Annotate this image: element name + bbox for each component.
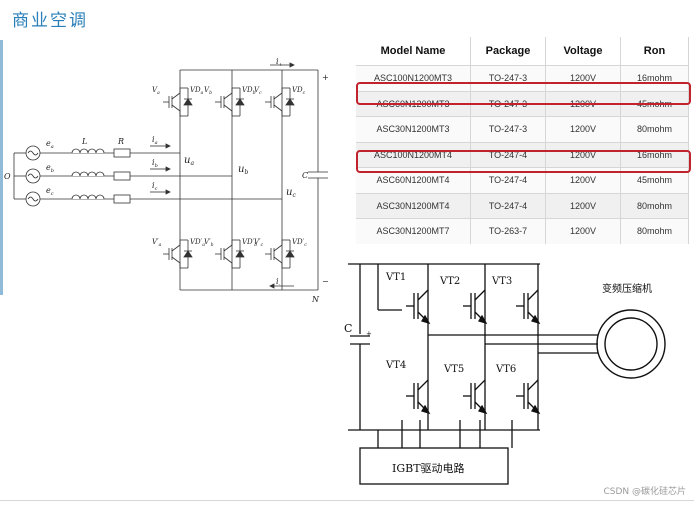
label-uc: uc xyxy=(286,187,296,199)
spec-table-header-row: Model Name Package Voltage Ron xyxy=(356,37,689,66)
label-i-plus: i+ xyxy=(276,58,283,68)
table-cell: ASC60N1200MT3 xyxy=(356,90,471,117)
table-cell: ASC30N1200MT3 xyxy=(356,116,471,142)
label-motor: 变频压缩机 xyxy=(602,282,652,295)
compressor-motor xyxy=(596,309,666,379)
inverter-schematic: C + VT1 VT2 VT3 VT4 VT5 VT6 变频压缩机 IGBT驱动… xyxy=(344,263,666,485)
label-vd-top: VDb xyxy=(242,86,256,96)
label-vt4: VT4 xyxy=(385,360,406,371)
label-c: C xyxy=(302,171,308,180)
table-cell: TO-247-3 xyxy=(470,90,546,117)
table-cell: 1200V xyxy=(545,116,621,142)
table-cell: TO-247-4 xyxy=(470,167,546,193)
table-cell: TO-247-3 xyxy=(470,116,546,142)
label-i-minus: i- xyxy=(276,277,281,288)
spec-table: Model Name Package Voltage Ron ASC100N12… xyxy=(356,37,689,244)
left-accent-strip xyxy=(0,40,3,295)
label-plus: + xyxy=(322,73,329,82)
label-vt5: VT5 xyxy=(443,364,464,375)
table-cell: 16mohm xyxy=(620,65,689,91)
label-vt2: VT2 xyxy=(439,276,460,287)
label-v-top: Vc xyxy=(254,86,262,96)
label-vt1: VT1 xyxy=(385,272,406,283)
table-cell: 1200V xyxy=(545,167,621,193)
label-o: O xyxy=(4,172,11,181)
label-v-top: Vb xyxy=(204,86,212,96)
label-driver: IGBT驱动电路 xyxy=(392,462,465,475)
label-ub: ub xyxy=(238,164,248,176)
label-ib: ib xyxy=(152,158,158,169)
table-cell: 80mohm xyxy=(620,192,689,219)
table-cell: 45mohm xyxy=(620,167,689,193)
label-vt3: VT3 xyxy=(491,276,512,287)
table-cell: TO-247-4 xyxy=(470,141,546,168)
table-cell: ASC30N1200MT7 xyxy=(356,218,471,244)
label-cap: C xyxy=(344,322,352,335)
label-vd-top: VDc xyxy=(292,86,306,96)
col-header-voltage: Voltage xyxy=(545,37,621,66)
label-v-bottom: V′c xyxy=(254,238,264,248)
label-n: N xyxy=(311,295,320,304)
label-vd-bottom: VD′a xyxy=(190,238,205,248)
label-vd-top: VDa xyxy=(190,86,204,96)
table-cell: ASC100N1200MT4 xyxy=(356,141,471,168)
label-vt6: VT6 xyxy=(495,364,516,375)
label-ic: ic xyxy=(152,181,158,192)
label-l: L xyxy=(81,137,87,146)
label-v-top: Va xyxy=(152,86,160,96)
table-cell: 1200V xyxy=(545,192,621,219)
bottom-divider xyxy=(0,500,694,501)
label-eb: eb xyxy=(46,163,54,174)
table-cell: 1200V xyxy=(545,65,621,91)
table-cell: 1200V xyxy=(545,218,621,244)
table-cell: 16mohm xyxy=(620,141,689,168)
table-cell: TO-247-3 xyxy=(470,65,546,91)
table-cell: ASC100N1200MT3 xyxy=(356,65,471,91)
page-title: 商业空调 xyxy=(12,11,88,31)
label-r: R xyxy=(117,137,124,146)
label-vd-bottom: VD′b xyxy=(242,238,257,248)
table-cell: 1200V xyxy=(545,141,621,168)
table-cell: TO-263-7 xyxy=(470,218,546,244)
col-header-ron: Ron xyxy=(620,37,689,66)
table-cell: 45mohm xyxy=(620,90,689,117)
label-ua: ua xyxy=(184,155,194,167)
col-header-model: Model Name xyxy=(356,37,471,66)
label-cap-plus: + xyxy=(366,330,372,338)
table-cell: ASC60N1200MT4 xyxy=(356,167,471,193)
label-ia: ia xyxy=(152,135,158,146)
rectifier-schematic: O ea eb ec L R ia ib ic ua ub uc C N + −… xyxy=(4,58,329,304)
watermark: CSDN @碳化硅芯片 xyxy=(603,487,686,497)
table-cell: TO-247-4 xyxy=(470,192,546,219)
table-cell: 80mohm xyxy=(620,116,689,142)
label-ea: ea xyxy=(46,139,54,150)
table-cell: 1200V xyxy=(545,90,621,117)
spec-table-panel: Model Name Package Voltage Ron ASC100N12… xyxy=(356,37,691,244)
table-cell: ASC30N1200MT4 xyxy=(356,192,471,219)
label-v-bottom: V′b xyxy=(204,238,214,248)
igbt-driver-box xyxy=(359,447,509,485)
label-vd-bottom: VD′c xyxy=(292,238,307,248)
label-minus: − xyxy=(322,277,329,286)
col-header-package: Package xyxy=(470,37,546,66)
table-cell: 80mohm xyxy=(620,218,689,244)
label-ec: ec xyxy=(46,186,54,197)
label-v-bottom: V′a xyxy=(152,238,162,248)
